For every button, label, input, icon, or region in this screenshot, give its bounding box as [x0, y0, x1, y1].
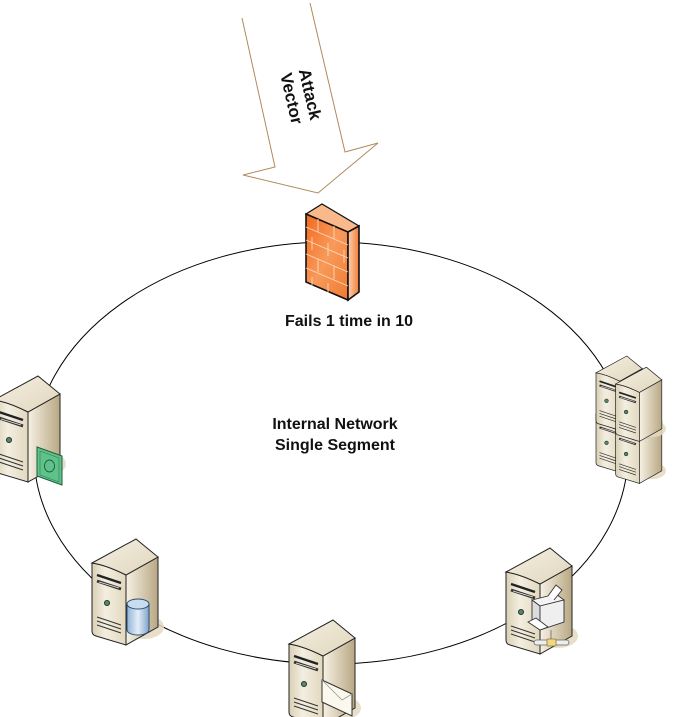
mail-server[interactable]: [287, 618, 363, 717]
firewall: Fails 1 time in 10: [285, 203, 413, 330]
money-icon: [36, 446, 63, 486]
server-cluster[interactable]: [594, 354, 668, 485]
attack-vector-arrow: Attack Vector: [241, 2, 379, 194]
database-icon: [126, 598, 150, 636]
network-label-line1: Internal Network: [272, 416, 397, 433]
arrow-down-icon: [241, 2, 379, 194]
payment-server[interactable]: [0, 374, 68, 486]
firewall-brick-icon: [304, 203, 361, 302]
printer-icon: [527, 584, 570, 647]
print-server[interactable]: [504, 546, 580, 656]
firewall-failure-label: Fails 1 time in 10: [285, 313, 413, 330]
database-server[interactable]: [90, 537, 166, 647]
envelope-icon: [321, 679, 353, 717]
network-label-line2: Single Segment: [275, 437, 396, 454]
